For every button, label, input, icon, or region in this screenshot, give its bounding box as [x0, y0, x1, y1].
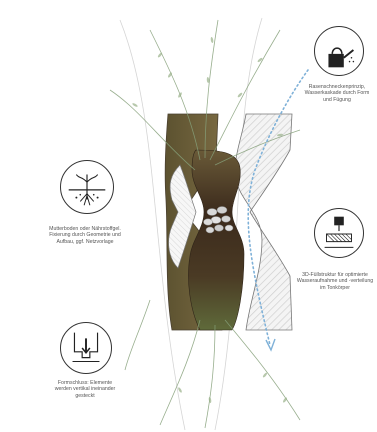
right-shell — [235, 114, 292, 330]
structure-circle — [314, 208, 364, 258]
soil-label: Mutterboden oder Nährstoffgel. Fixierung… — [30, 226, 140, 245]
drip-filter-icon — [315, 209, 363, 257]
water-flow-arrowhead — [266, 339, 275, 350]
soil-circle — [60, 160, 114, 214]
soil-chamber — [188, 150, 244, 330]
root-soil-icon — [61, 161, 113, 213]
watering-circle — [314, 26, 364, 76]
watering-can-icon — [315, 27, 363, 75]
structure-label: 3D-Füllstruktur für optimierte Wasserauf… — [292, 272, 377, 291]
watering-label: Rasenschneckenprinzip, Wasserkaskade dur… — [300, 84, 374, 103]
joint-circle — [60, 322, 112, 374]
joint-label: Formschluss: Elemente werden vertikal in… — [36, 380, 134, 399]
interlock-joint-icon — [61, 323, 111, 373]
